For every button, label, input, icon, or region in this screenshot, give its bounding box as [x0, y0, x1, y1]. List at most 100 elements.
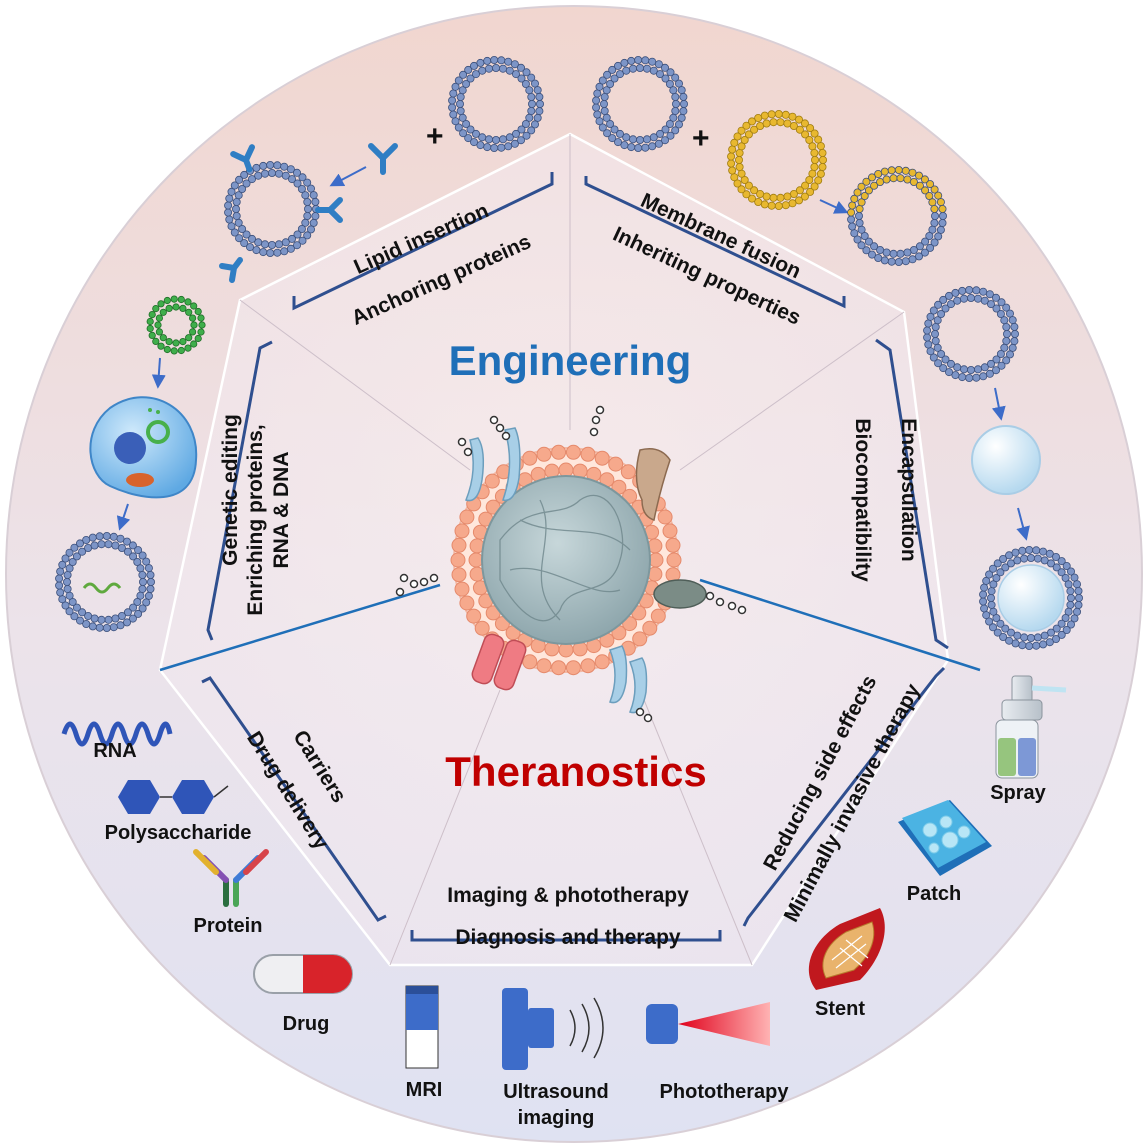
- vesicle-bead: [458, 86, 467, 95]
- vesicle-icon: [592, 56, 689, 152]
- vesicle-bead: [281, 238, 290, 247]
- vesicle-bead: [456, 107, 465, 116]
- vesicle-bead: [896, 174, 905, 183]
- vesicle-bead: [311, 197, 320, 206]
- vesicle-bead: [459, 129, 468, 138]
- vesicle-bead: [889, 174, 898, 183]
- vesicle-bead: [982, 576, 991, 585]
- vesicle-bead: [146, 324, 154, 333]
- vesicle-bead: [252, 163, 261, 172]
- lipid-head: [657, 509, 673, 525]
- vesicle-bead: [610, 74, 619, 83]
- lipid-head: [558, 462, 574, 478]
- vesicle-bead: [517, 74, 526, 83]
- vesicle-bead: [654, 139, 663, 148]
- gold-vesicle-icon: [727, 110, 828, 210]
- vesicle-bead: [266, 160, 275, 169]
- vesicle-bead: [939, 211, 948, 220]
- vesicle-bead: [68, 598, 77, 607]
- vesicle-bead: [941, 355, 950, 364]
- vesicle-bead: [179, 304, 187, 312]
- vesicle-bead: [754, 114, 763, 123]
- vesicle-bead: [616, 70, 625, 79]
- vesicle-bead: [458, 113, 467, 122]
- vesicle-bead: [953, 296, 962, 305]
- vesicle-bead: [767, 201, 776, 210]
- vesicle-bead: [614, 138, 623, 147]
- vesicle-bead: [816, 142, 825, 151]
- vesicle-bead: [1032, 641, 1041, 650]
- vesicle-bead: [931, 336, 940, 345]
- vesicle-bead: [297, 184, 306, 193]
- lipid-head: [650, 608, 666, 624]
- vesicle-bead: [926, 243, 935, 252]
- vesicle-bead: [293, 179, 302, 188]
- vesicle-bead: [760, 200, 769, 209]
- vesicle-bead: [123, 537, 132, 546]
- vesicle-bead: [928, 225, 937, 234]
- vesicle-bead: [958, 373, 967, 382]
- vesicle-bead: [974, 294, 983, 303]
- vesicle-bead: [1010, 337, 1019, 346]
- vesicle-bead: [254, 171, 263, 180]
- vesicle-bead: [1045, 638, 1054, 647]
- vesicle-bead: [303, 204, 312, 213]
- vesicle-bead: [281, 171, 290, 180]
- vesicle-bead: [189, 328, 197, 336]
- vesicle-bead: [930, 204, 939, 213]
- lipid-head: [522, 450, 538, 466]
- vesicle-bead: [1020, 633, 1029, 642]
- vesicle-bead: [535, 92, 544, 101]
- vesicle-bead: [634, 143, 643, 152]
- vesicle-bead: [55, 574, 64, 583]
- vesicle-bead: [933, 316, 942, 325]
- vesicle-bead: [967, 365, 976, 374]
- vesicle-bead: [84, 612, 93, 621]
- vesicle-bead: [522, 131, 531, 140]
- vesicle-bead: [280, 247, 289, 256]
- cell-icon: [89, 396, 198, 499]
- vesicle-bead: [811, 155, 820, 164]
- vesicle-bead: [1045, 549, 1054, 558]
- vesicle-bead: [190, 321, 198, 329]
- vesicle-bead: [521, 120, 530, 129]
- lipid-head: [536, 446, 552, 462]
- vesicle-bead: [152, 304, 160, 313]
- vesicle-bead: [238, 224, 247, 233]
- vesicle-bead: [776, 118, 785, 127]
- vesicle-bead: [951, 288, 960, 297]
- vesicle-bead: [593, 110, 602, 119]
- vesicle-bead: [177, 295, 185, 304]
- vesicle-bead: [810, 148, 819, 157]
- vesicle-bead: [1007, 559, 1016, 568]
- vesicle-bead: [1025, 546, 1034, 555]
- vesicle-bead: [138, 571, 147, 580]
- vesicle-bead: [303, 211, 312, 220]
- encapsulation-label: Encapsulation: [897, 418, 920, 562]
- vesicle-bead: [163, 345, 171, 354]
- vesicle-bead: [138, 551, 147, 560]
- vesicle-bead: [850, 194, 859, 203]
- vesicle-bead: [800, 119, 809, 128]
- vesicle-bead: [592, 96, 601, 105]
- vesicle-bead: [987, 359, 996, 368]
- lipid-head: [484, 473, 500, 489]
- vesicle-bead: [230, 181, 239, 190]
- vesicle-bead: [744, 130, 753, 139]
- rna-wave-icon: [61, 721, 173, 747]
- vesicle-bead: [225, 215, 234, 224]
- vesicle-bead: [1008, 316, 1017, 325]
- vesicle-bead: [1057, 557, 1066, 566]
- vesicle-icon: [224, 160, 320, 257]
- vesicle-bead: [925, 231, 934, 240]
- vesicle-bead: [979, 287, 988, 296]
- vesicle-bead: [1002, 336, 1011, 345]
- vesicle-bead: [937, 309, 946, 318]
- vesicle-bead: [90, 541, 99, 550]
- vesicle-bead: [808, 142, 817, 151]
- vesicle-bead: [478, 133, 487, 142]
- encapsulation-illustration: [923, 285, 1084, 651]
- vesicle-bead: [129, 603, 138, 612]
- green-vesicle-icon: [146, 295, 206, 355]
- vesicle-bead: [1011, 329, 1020, 338]
